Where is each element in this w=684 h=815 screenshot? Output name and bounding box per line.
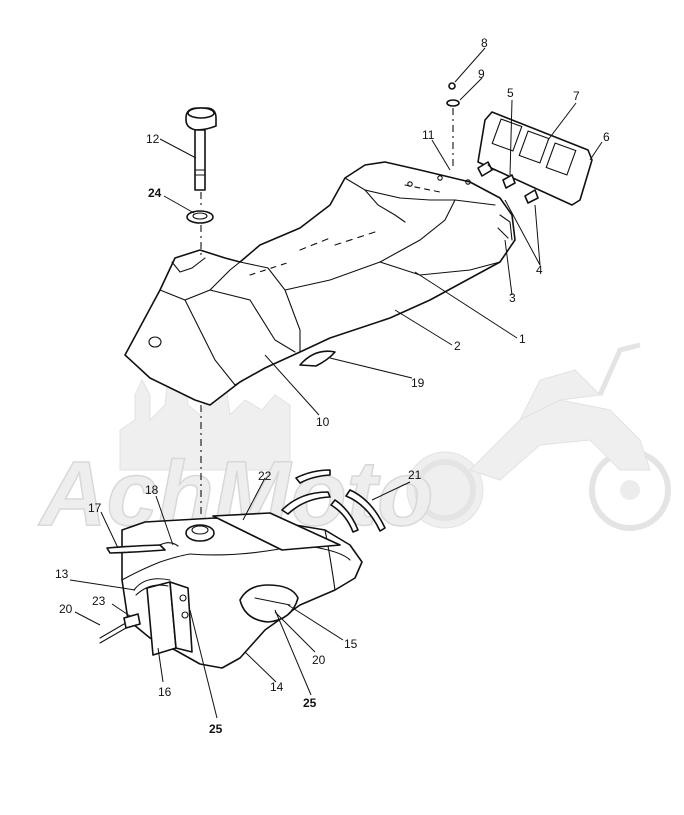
callout-1: 1 [519,332,526,346]
watermark-motorcycle [406,342,671,531]
watermark-skyline [119,299,291,471]
upper-cover [124,161,516,406]
callout-6: 6 [603,130,610,144]
fasteners [446,82,539,204]
watermark: AchMoto [37,299,671,546]
callouts: 1 2 3 4 5 6 7 8 9 10 11 12 13 14 15 16 1… [55,36,610,736]
callout-23: 23 [92,594,106,608]
filler-washer [186,210,214,224]
callout-16: 16 [158,685,172,699]
callout-3: 3 [509,291,516,305]
callout-24: 24 [148,186,162,200]
callout-8: 8 [481,36,488,50]
fuel-tank [99,517,363,669]
callout-15: 15 [344,637,358,651]
callout-2: 2 [454,339,461,353]
callout-13: 13 [55,567,69,581]
callout-25b: 25 [209,722,223,736]
callout-20a: 20 [59,602,73,616]
watermark-text: AchMoto [38,443,433,545]
callout-22: 22 [258,469,272,483]
cover-hole [148,336,162,348]
callout-25a: 25 [303,696,317,710]
callout-11: 11 [422,128,435,142]
straps-21 [281,469,386,533]
callout-20b: 20 [312,653,326,667]
callout-19: 19 [411,376,425,390]
callout-7: 7 [573,89,580,103]
callout-9: 9 [478,67,485,81]
callout-21: 21 [408,468,422,482]
callout-17: 17 [88,501,102,515]
grommet-ring [299,350,336,367]
callout-14: 14 [270,680,284,694]
pad-22 [212,512,341,551]
callout-5: 5 [507,86,514,100]
upper-cover-body [124,161,516,406]
callout-10: 10 [316,415,330,429]
callout-18: 18 [145,483,159,497]
filler-cap [185,107,217,191]
leader-lines [69,47,603,719]
callout-12: 12 [146,132,160,146]
callout-4: 4 [536,263,543,277]
